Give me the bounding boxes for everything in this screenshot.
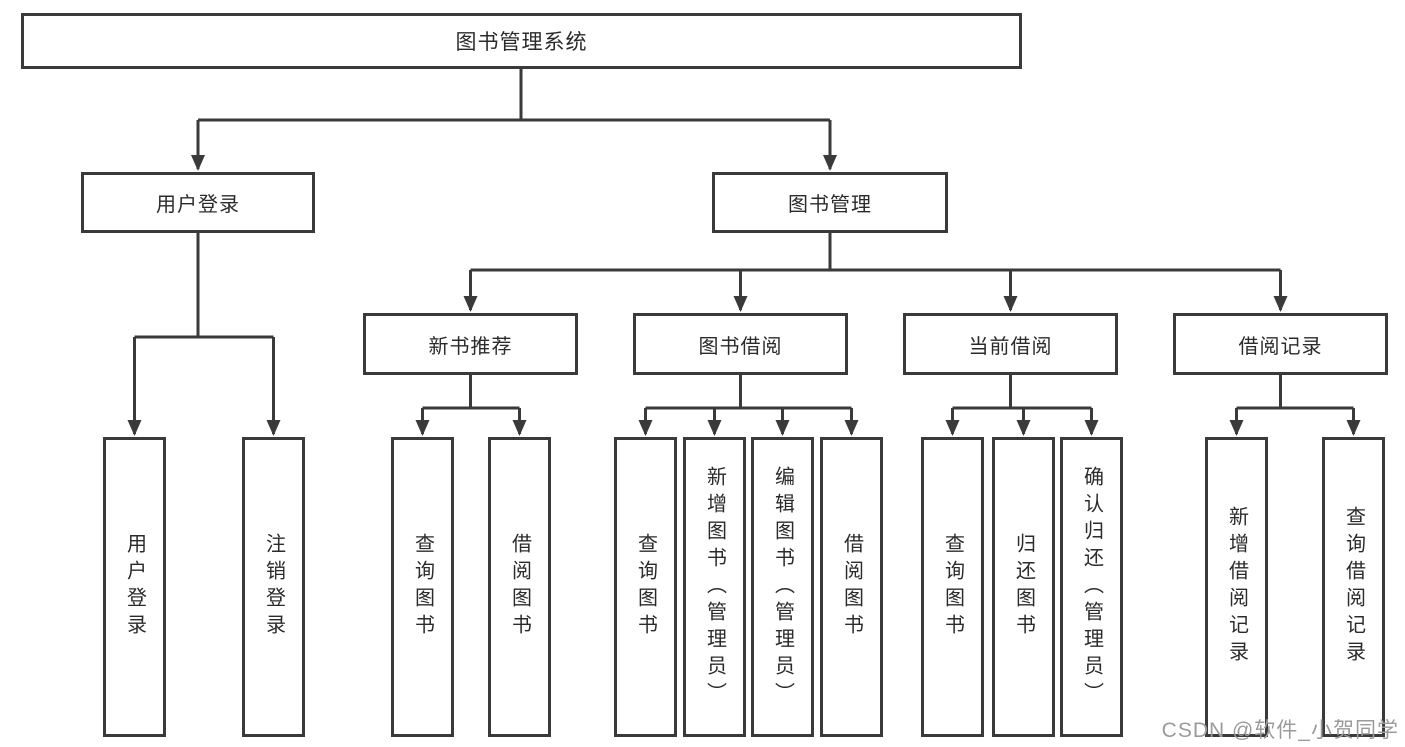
node-borrow-query-books: 查询图书 [614, 437, 677, 737]
node-label: 查询图书 [941, 533, 964, 641]
node-newbook-query-books: 查询图书 [391, 437, 454, 737]
node-library-system: 图书管理系统 [21, 13, 1022, 69]
node-label: 图书管理系统 [455, 31, 588, 54]
node-current-confirm-return-admin: 确认归还（管理员） [1060, 437, 1123, 737]
branch-root [191, 68, 837, 171]
node-label: 当前借阅 [968, 335, 1053, 358]
node-borrow-add-books-admin: 新增图书（管理员） [683, 437, 746, 737]
node-user-login: 用户登录 [81, 172, 315, 233]
node-label: 确认归还（管理员） [1080, 465, 1103, 709]
branch-new-book-recommend [415, 375, 527, 436]
node-label: 借阅图书 [508, 533, 531, 641]
node-label: 新增图书（管理员） [703, 465, 726, 709]
node-book-management: 图书管理 [712, 172, 948, 233]
node-label: 归还图书 [1012, 533, 1035, 641]
node-label: 借阅图书 [840, 533, 863, 641]
node-borrow-records: 借阅记录 [1173, 313, 1388, 375]
node-label: 查询图书 [634, 533, 657, 641]
branch-current-borrow [945, 375, 1099, 436]
node-borrow-edit-books-admin: 编辑图书（管理员） [751, 437, 814, 737]
node-label: 查询图书 [411, 533, 434, 641]
node-newbook-borrow-books: 借阅图书 [488, 437, 551, 737]
node-label: 新书推荐 [428, 335, 513, 358]
node-current-query-books: 查询图书 [921, 437, 984, 737]
node-new-book-recommend: 新书推荐 [363, 313, 578, 375]
node-logout-action: 注销登录 [242, 437, 305, 737]
node-label: 图书借阅 [698, 335, 783, 358]
node-records-add-record: 新增借阅记录 [1205, 437, 1268, 737]
branch-book-management [463, 232, 1288, 312]
node-label: 查询借阅记录 [1342, 506, 1365, 668]
node-label: 借阅记录 [1238, 335, 1323, 358]
node-current-return-books: 归还图书 [992, 437, 1055, 737]
node-label: 用户登录 [156, 194, 240, 216]
branch-user-login [127, 232, 281, 436]
node-label: 图书管理 [788, 194, 872, 216]
node-label: 编辑图书（管理员） [771, 465, 794, 709]
node-book-borrow: 图书借阅 [633, 313, 848, 375]
branch-borrow-records [1229, 375, 1361, 436]
node-user-login-action: 用户登录 [103, 437, 166, 737]
node-label: 新增借阅记录 [1225, 506, 1248, 668]
node-borrow-borrow-books: 借阅图书 [820, 437, 883, 737]
node-current-borrow: 当前借阅 [903, 313, 1118, 375]
node-label: 用户登录 [123, 533, 146, 641]
node-label: 注销登录 [262, 533, 285, 641]
node-records-query-record: 查询借阅记录 [1322, 437, 1385, 737]
branch-book-borrow [638, 375, 859, 436]
